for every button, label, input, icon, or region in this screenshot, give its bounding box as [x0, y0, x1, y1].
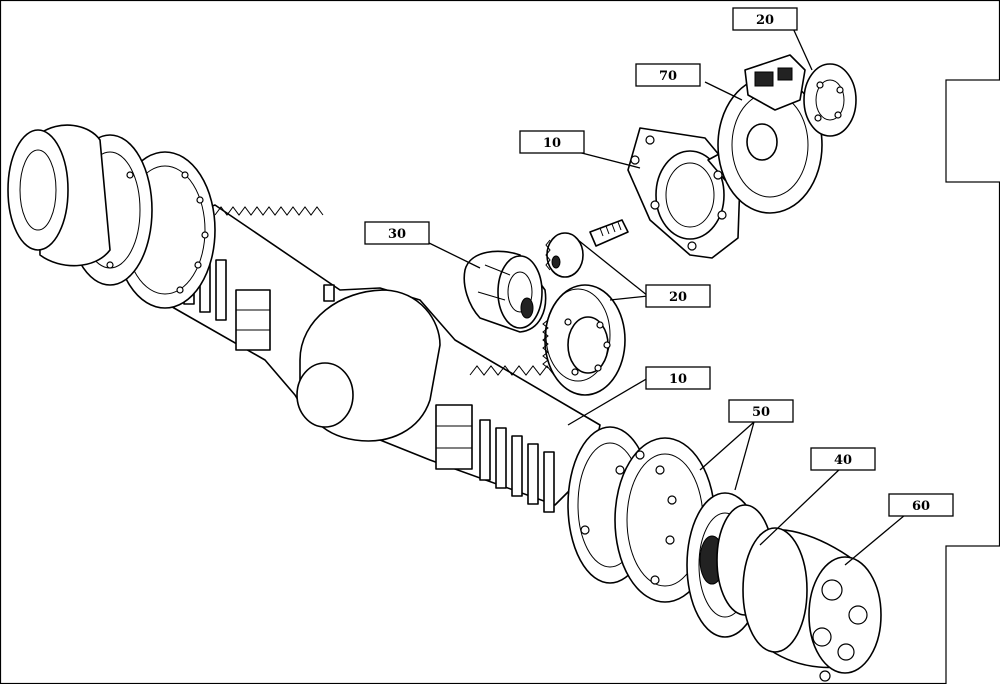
callout-label: 60	[912, 499, 930, 514]
callout-label: 50	[752, 405, 770, 420]
leader-lines	[424, 25, 906, 566]
callout-label: 20	[756, 13, 774, 28]
callout-30: 30	[364, 221, 430, 245]
axle-housing	[149, 204, 601, 513]
callout-10-mid: 10	[645, 366, 711, 390]
pinion-gear-20	[545, 219, 629, 278]
callout-60: 60	[888, 493, 954, 517]
crown-gear-20	[542, 284, 626, 396]
hub-cover-60	[742, 527, 882, 682]
callout-label: 10	[543, 136, 561, 151]
callout-label: 40	[834, 453, 852, 468]
flange-disc-70	[717, 76, 823, 214]
callout-70: 70	[635, 63, 701, 87]
callout-50: 50	[728, 399, 794, 423]
side-tab-lower	[945, 545, 1000, 684]
coupling-sensor-20	[744, 54, 857, 137]
callout-20-mid: 20	[645, 284, 711, 308]
right-hub-ring-50	[567, 426, 716, 603]
callout-10-top: 10	[519, 130, 585, 154]
side-tab-upper	[945, 79, 1000, 183]
left-wheel-hub	[7, 124, 216, 309]
callout-label: 70	[659, 69, 677, 84]
callout-label: 10	[669, 372, 687, 387]
differential-30	[463, 250, 547, 333]
callout-label: 20	[669, 290, 687, 305]
callout-40: 40	[810, 447, 876, 471]
callout-label: 30	[388, 227, 406, 242]
callout-20-top: 20	[732, 7, 798, 31]
